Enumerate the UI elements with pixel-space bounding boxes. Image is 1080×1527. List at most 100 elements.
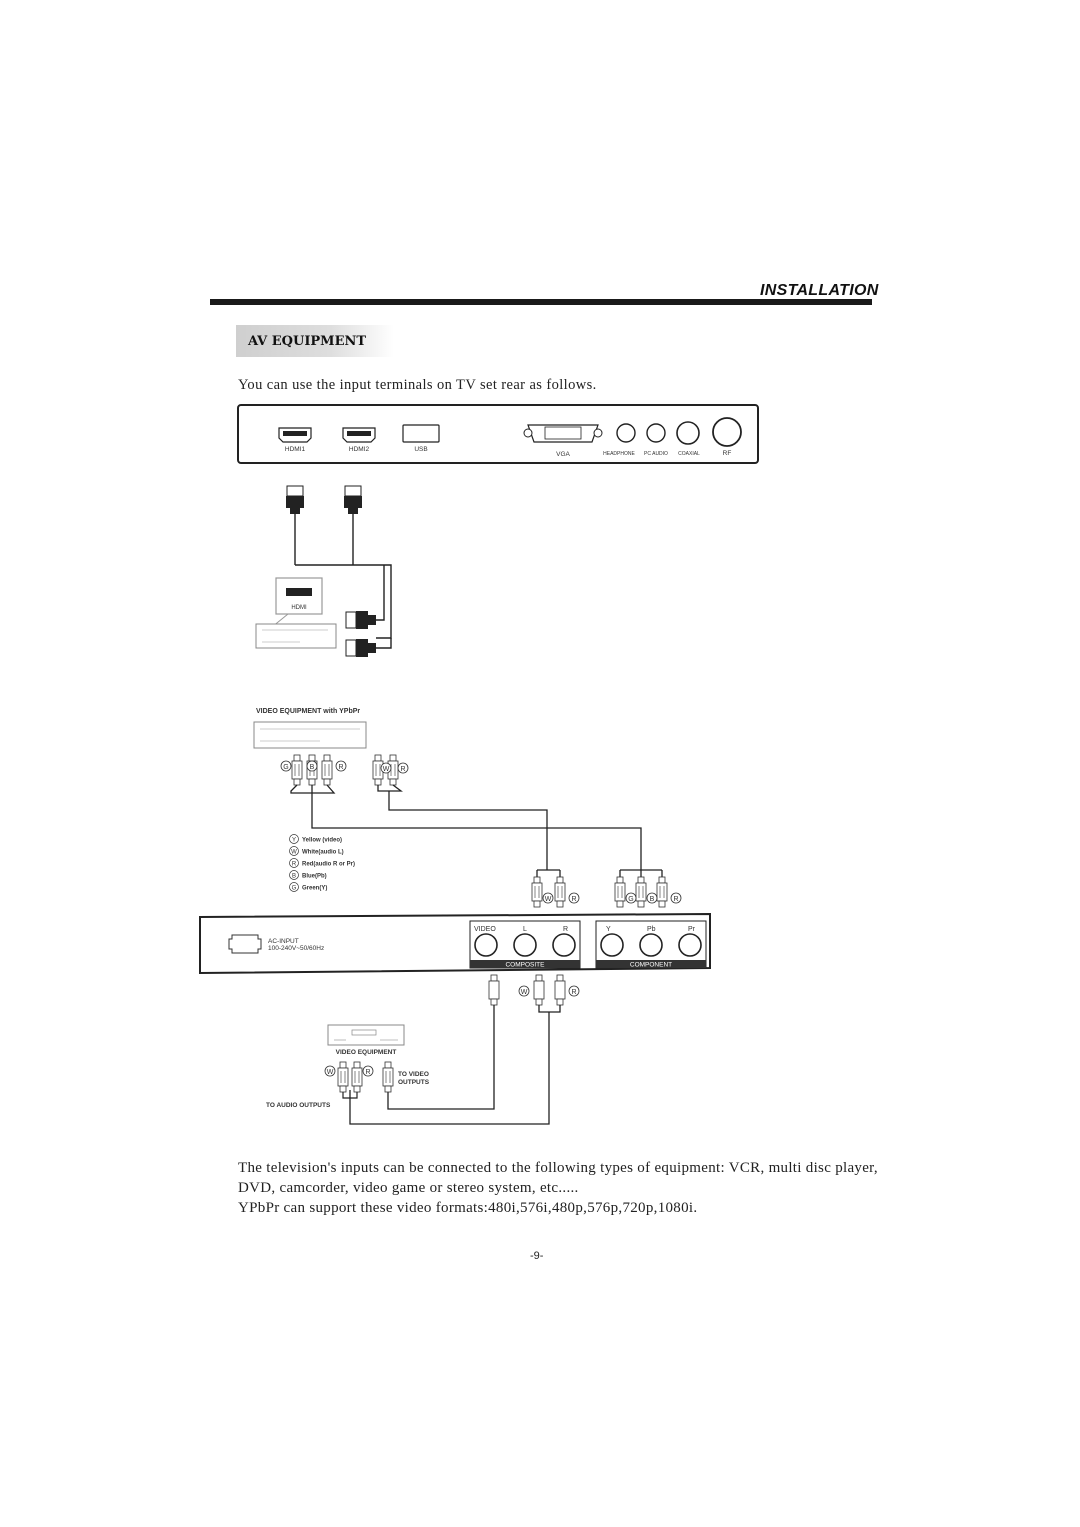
w-marker-vcr (324, 1065, 336, 1077)
l-label: L (523, 926, 527, 933)
body-para1-line1: The television's inputs can be connected… (238, 1160, 878, 1176)
pc-audio-label: PC AUDIO (644, 451, 668, 457)
ac-spec-label: 100-240V~50/60Hz (268, 945, 324, 952)
coaxial-label: COAXIAL (678, 451, 700, 457)
to-video-label-1: TO VIDEO (398, 1071, 429, 1078)
pc-audio-port (646, 423, 666, 443)
b-marker-panel (646, 892, 658, 904)
g-marker-top (280, 760, 292, 772)
legend-r-text: Red(audio R or Pr) (302, 862, 355, 868)
hdmi-plug-1 (285, 485, 305, 515)
color-legend: Y Yellow (video) W White(audio L) R Red(… (289, 834, 355, 892)
hdmi1-label: HDMI1 (285, 446, 306, 453)
rf-label: RF (723, 450, 732, 457)
red-plug-top (321, 754, 333, 786)
legend-r-letter: R (292, 862, 297, 868)
hdmi2-port (342, 427, 376, 443)
r-marker-top (335, 760, 347, 772)
r-marker-bottom (568, 985, 580, 997)
pr-label: Pr (688, 926, 696, 933)
white-plug-panel (531, 876, 543, 908)
video-jack (474, 933, 498, 957)
vga-label: VGA (556, 451, 570, 458)
b-marker-top-text: B (310, 764, 315, 771)
page-number: -9- (530, 1250, 544, 1262)
legend-g-letter: G (292, 886, 297, 892)
tv-rear-panel: HDMI1 HDMI2 USB VGA HEADPHONE PC AUDIO C… (237, 404, 759, 464)
hdmi-plug-2 (343, 485, 363, 515)
r2-marker-top (397, 762, 409, 774)
ypbpr-device-label: VIDEO EQUIPMENT with YPbPr (256, 708, 360, 715)
ac-input-label: AC-INPUT (268, 938, 299, 945)
hdmi-cables (285, 485, 392, 657)
r-marker-panel-text: R (571, 896, 576, 903)
r-marker-bottom-text: R (571, 989, 576, 996)
r2-marker-panel-text: R (673, 896, 678, 903)
red-plug-vcr (351, 1061, 363, 1093)
legend-b-letter: B (292, 874, 296, 880)
composite-plugs-bottom (488, 974, 566, 1006)
legend-y-letter: Y (292, 838, 296, 844)
connection-diagram: HDMI1 HDMI2 USB VGA HEADPHONE PC AUDIO C… (199, 404, 759, 1125)
legend-y-text: Yellow (video) (302, 838, 342, 844)
audio-l-jack (513, 933, 537, 957)
component-label: COMPONENT (630, 962, 672, 969)
composite-cables (349, 1005, 561, 1125)
red-plug-panel (554, 876, 566, 908)
rf-port (712, 417, 742, 447)
r-marker-vcr-text: R (365, 1069, 370, 1076)
coaxial-port (676, 421, 700, 445)
pr-plug-panel (656, 876, 668, 908)
headphone-port (616, 423, 636, 443)
usb-label: USB (414, 446, 427, 453)
green-plug-panel (614, 876, 626, 908)
w-marker-bottom-text: W (521, 989, 528, 996)
w-marker-panel (542, 892, 554, 904)
legend-w-letter: W (291, 850, 297, 856)
g-marker-panel (625, 892, 637, 904)
intro-text: You can use the input terminals on TV se… (238, 377, 597, 393)
g-marker-panel-text: G (628, 896, 633, 903)
b-marker-top (306, 760, 318, 772)
yellow-plug-vcr (382, 1061, 394, 1093)
legend-g-text: Green(Y) (302, 886, 327, 892)
y-jack (600, 933, 624, 957)
g-marker-top-text: G (283, 764, 288, 771)
legend-w-text: White(audio L) (302, 850, 344, 856)
r-marker-vcr (362, 1065, 374, 1077)
to-audio-label: TO AUDIO OUTPUTS (266, 1102, 331, 1109)
title-rule (210, 299, 872, 305)
vga-port (523, 424, 603, 443)
w-marker-top-text: W (383, 766, 390, 773)
w-marker-vcr-text: W (327, 1069, 334, 1076)
composite-label: COMPOSITE (505, 962, 545, 969)
body-para1-line2: DVD, camcorder, video game or stereo sys… (238, 1180, 579, 1196)
r-marker-panel (568, 892, 580, 904)
hdmi-plug-4 (345, 639, 376, 657)
green-plug-top (291, 754, 303, 786)
w-marker-panel-text: W (545, 896, 552, 903)
b-marker-panel-text: B (650, 896, 655, 903)
video-label: VIDEO (474, 926, 496, 933)
white-plug-vcr (337, 1061, 349, 1093)
blue-plug-panel (635, 876, 647, 908)
r-marker-top-text: R (338, 764, 343, 771)
hdmi-plug-3 (345, 611, 376, 629)
section-title: INSTALLATION (760, 282, 879, 299)
audio-r-jack (552, 933, 576, 957)
hdmi2-label: HDMI2 (349, 446, 370, 453)
ypbpr-cables (290, 784, 663, 877)
y-label: Y (606, 926, 611, 933)
pb-jack (639, 933, 663, 957)
hdmi1-port (278, 427, 312, 443)
w-marker-top (380, 762, 392, 774)
r-label: R (563, 926, 568, 933)
pb-label: Pb (647, 926, 656, 933)
video-equipment (327, 1024, 405, 1046)
to-video-label-2: OUTPUTS (398, 1079, 430, 1086)
tv-side-panel: AC-INPUT 100-240V~50/60Hz VIDEO L R Y Pb… (199, 912, 711, 975)
w-marker-bottom (518, 985, 530, 997)
body-para2: YPbPr can support these video formats:48… (238, 1200, 698, 1216)
legend-b-text: Blue(Pb) (302, 874, 327, 880)
pr-jack (678, 933, 702, 957)
